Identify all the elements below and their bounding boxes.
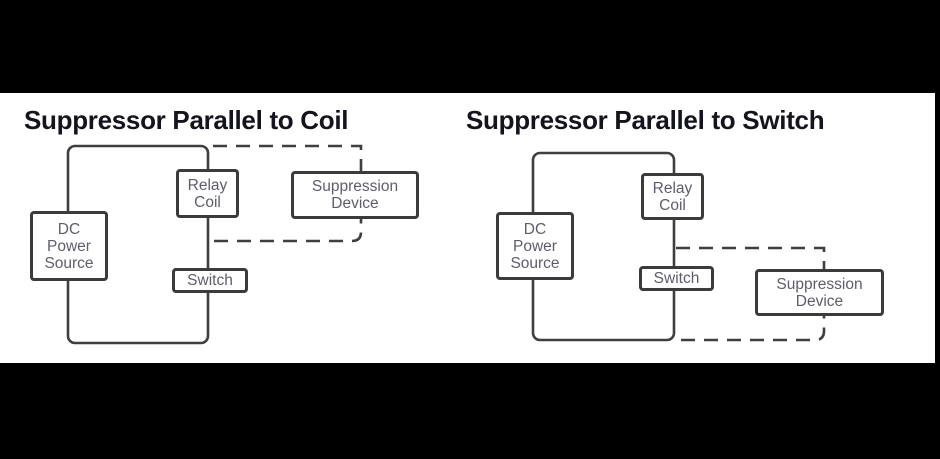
left-dc-power-source-box: DC Power Source	[30, 211, 108, 281]
right-relay-coil-box: Relay Coil	[641, 173, 704, 220]
box-label-line: Source	[44, 254, 94, 272]
left-diagram-title: Suppressor Parallel to Coil	[24, 105, 349, 135]
box-label-line: Power	[513, 237, 557, 255]
box-label-line: Source	[510, 254, 560, 272]
box-label-line: Device	[795, 292, 844, 310]
box-label-line: Switch	[653, 270, 700, 287]
right-diagram-title: Suppressor Parallel to Switch	[466, 105, 825, 135]
right-dc-power-source-box: DC Power Source	[496, 212, 574, 280]
box-label-line: Coil	[659, 196, 686, 214]
box-label-line: DC	[523, 220, 547, 238]
box-label-line: Suppression	[776, 275, 863, 293]
box-label-line: Switch	[187, 272, 233, 289]
box-label-line: DC	[57, 220, 81, 238]
box-label-line: Power	[47, 237, 91, 255]
box-label-line: Relay	[187, 176, 228, 194]
box-label-line: Suppression	[311, 178, 399, 195]
box-label-line: Relay	[652, 179, 693, 197]
box-label-line: Coil	[194, 193, 221, 211]
right-suppression-device-box: Suppression Device	[755, 269, 884, 316]
left-suppression-device-box: Suppression Device	[291, 171, 419, 219]
right-switch-box: Switch	[639, 266, 714, 291]
left-relay-coil-box: Relay Coil	[176, 169, 239, 218]
box-label-line: Device	[331, 195, 379, 212]
left-switch-box: Switch	[172, 268, 248, 293]
